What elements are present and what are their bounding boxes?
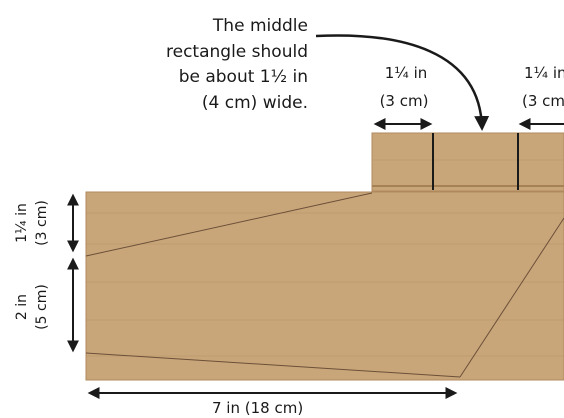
callout-line-3: be about 1½ in [178,67,308,87]
callout-text: The middle rectangle should be about 1½ … [118,14,308,116]
flap-left-cm-label: (3 cm) [379,92,429,110]
flap-right-inches-label: 1¼ in [524,64,564,82]
height-top-inches-label: 1¼ in [14,203,30,243]
callout-arrow [315,34,490,131]
top-flap [371,132,564,192]
callout-line-2: rectangle should [166,41,308,62]
flap-left-inches-label: 1¼ in [384,64,428,82]
bottom-width-label: 7 in (18 cm) [212,399,304,417]
main-cardboard-panel [85,191,564,381]
flap-right-cm-label: (3 cm [522,92,564,110]
height-bottom-inches-label: 2 in [14,293,30,321]
callout-line-4: (4 cm) wide. [201,92,308,113]
callout-line-1: The middle [212,16,308,36]
height-bottom-cm-label: (5 cm) [34,284,50,330]
pencil-cut-lines [85,192,564,378]
height-top-cm-label: (3 cm) [34,200,50,246]
